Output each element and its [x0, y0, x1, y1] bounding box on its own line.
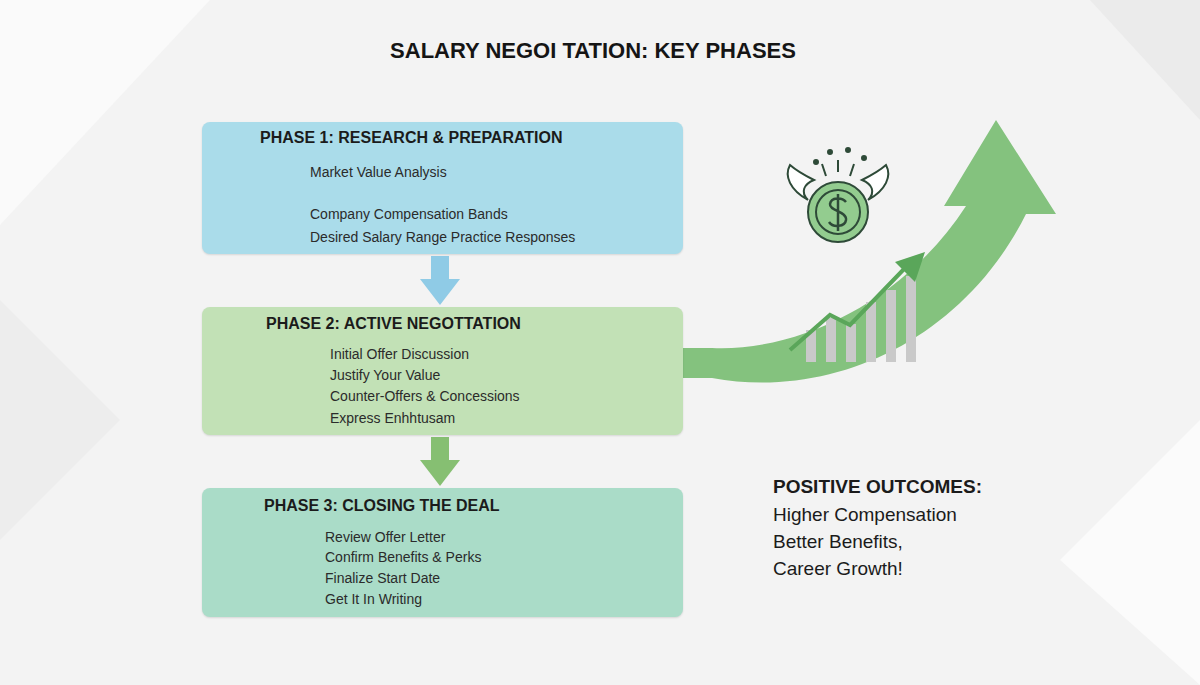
flow-arrow — [431, 256, 449, 279]
phase-heading: PHASE 1: RESEARCH & PREPARATION — [260, 128, 563, 148]
phase-item: Get It In Writing — [325, 590, 422, 608]
diagram-title: SALARY NEGOI TATION: KEY PHASES — [0, 38, 1186, 64]
background-shape — [0, 0, 210, 225]
phase-heading: PHASE 3: CLOSING THE DEAL — [264, 496, 500, 516]
bar — [886, 290, 896, 362]
wing — [788, 165, 814, 200]
bar — [906, 276, 916, 362]
background-shape — [1090, 0, 1200, 120]
spark — [814, 160, 818, 164]
flow-arrow — [431, 437, 449, 460]
background-shape — [1060, 420, 1200, 685]
phase-heading: PHASE 2: ACTIVE NEGOTTATION — [266, 314, 521, 334]
spark — [862, 156, 866, 160]
phase-item: Confirm Benefits & Perks — [325, 548, 481, 566]
phase-item: Counter-Offers & Concessions — [330, 387, 520, 405]
bar — [826, 318, 836, 362]
phase-box: PHASE 3: CLOSING THE DEAL Review Offer Le… — [202, 488, 683, 617]
outcome-item: Better Benefits, — [773, 530, 903, 554]
spark — [846, 148, 850, 152]
phase-item: Initial Offer Discussion — [330, 345, 469, 363]
trend-line — [790, 268, 905, 350]
bar-chart-icon — [790, 252, 925, 362]
phase-item: Express Enhhtusam — [330, 409, 455, 427]
phase-box: PHASE 1: RESEARCH & PREPARATION Market Va… — [202, 122, 683, 254]
spark — [828, 150, 832, 154]
spark-lines — [822, 160, 854, 176]
money-icon — [788, 148, 889, 242]
outcome-item: Higher Compensation — [773, 503, 957, 527]
growth-arrow-shape — [680, 120, 1056, 383]
phase-item: Market Value Analysis — [310, 163, 447, 181]
coin-rim — [816, 190, 860, 234]
phase-item: Justify Your Value — [330, 366, 440, 384]
phase-item: Finalize Start Date — [325, 569, 440, 587]
phase-item: Desired Salary Range Practice Responses — [310, 228, 575, 246]
trend-head — [895, 252, 925, 282]
dollar-sign — [829, 194, 846, 231]
outcomes-heading: POSITIVE OUTCOMES: — [773, 475, 982, 499]
background-shape — [0, 300, 120, 540]
phase-item: Company Compensation Bands — [310, 205, 508, 223]
coin — [808, 182, 868, 242]
phase-box: PHASE 2: ACTIVE NEGOTTATION Initial Offer… — [202, 307, 683, 435]
outcome-item: Career Growth! — [773, 557, 903, 581]
growth-arrow — [680, 120, 1056, 383]
wing — [862, 165, 888, 200]
bar — [846, 324, 856, 362]
phase-item: Review Offer Letter — [325, 528, 445, 546]
bar — [866, 302, 876, 362]
